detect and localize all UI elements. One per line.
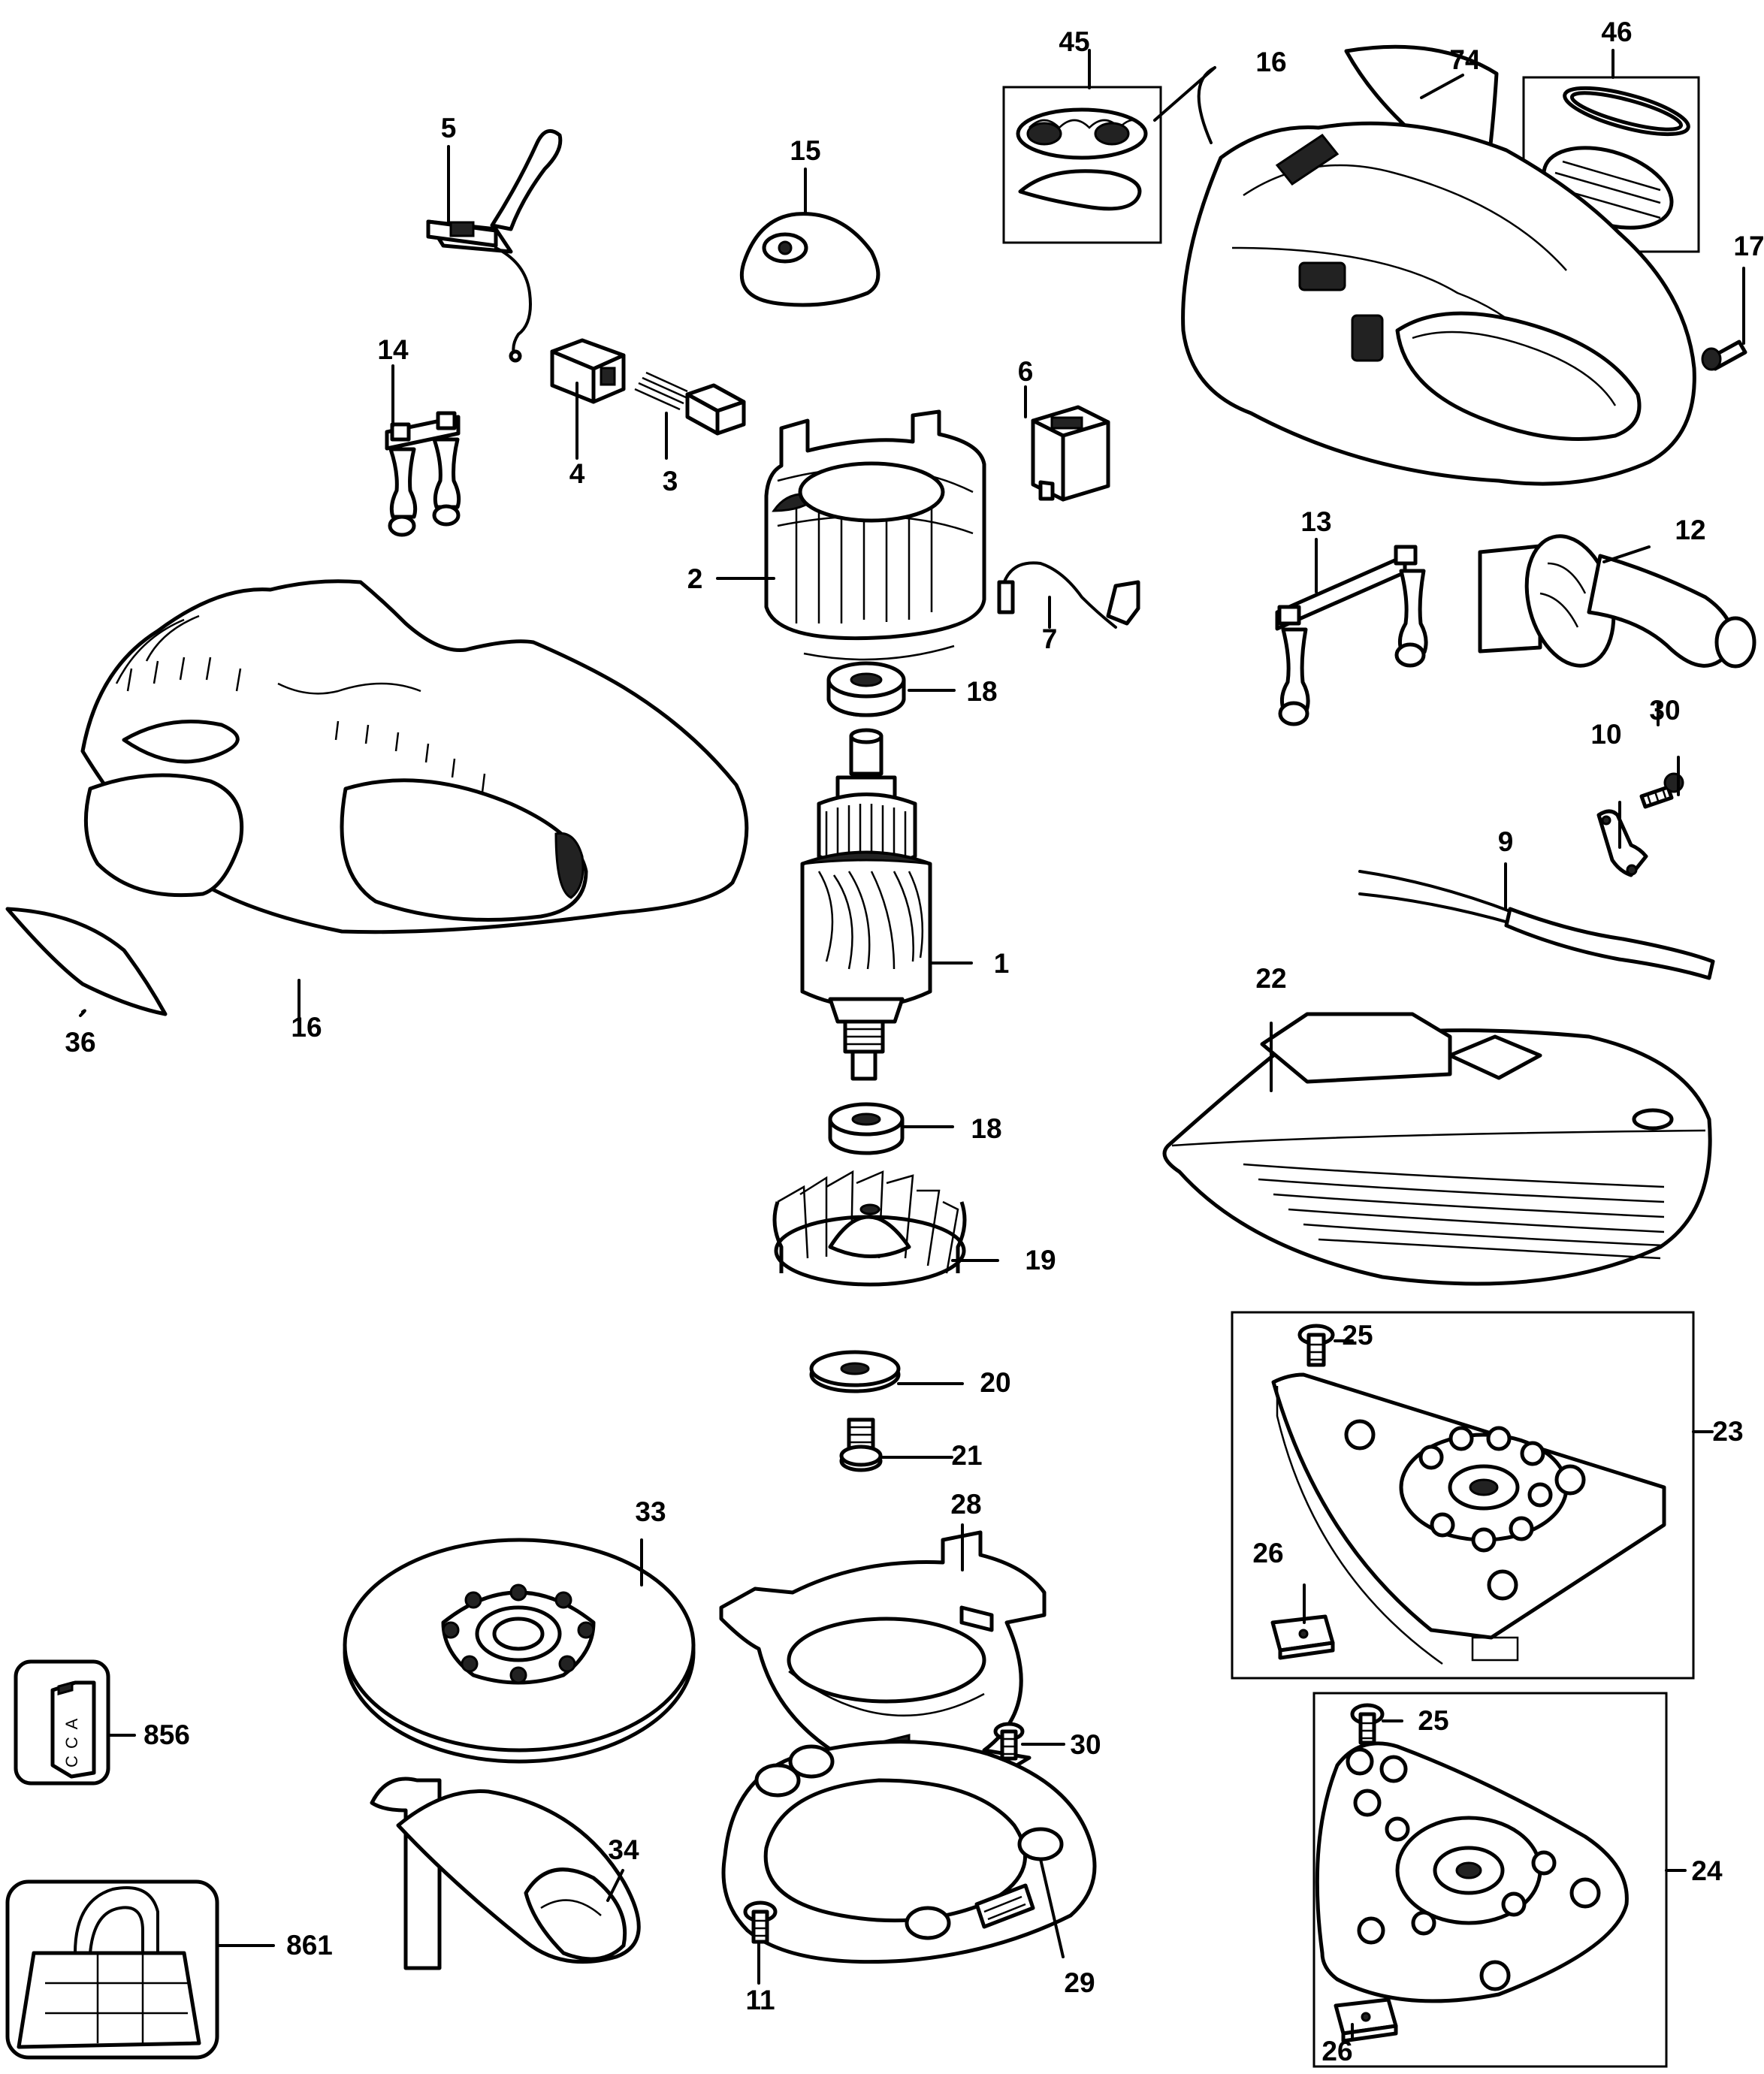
part-16-housing-right[interactable] — [1181, 121, 1696, 486]
part-labels: 5 15 14 4 3 6 2 7 13 12 10 30 45 16 74 4… — [65, 17, 1764, 2066]
part-25-screw-upper[interactable] — [1297, 1324, 1335, 1367]
part-14-brush-holder[interactable] — [385, 411, 461, 537]
label-16a: 16 — [1255, 47, 1286, 77]
label-10: 10 — [1590, 719, 1621, 750]
part-16-housing-left[interactable] — [80, 579, 749, 934]
label-24: 24 — [1691, 1855, 1723, 1886]
part-18-bearing-upper[interactable] — [826, 661, 906, 717]
label-36: 36 — [65, 1027, 95, 1058]
part-22-motor-housing[interactable] — [1162, 1012, 1712, 1286]
label-7: 7 — [1042, 623, 1058, 654]
part-856-case-label[interactable]: A C C — [14, 1659, 110, 1786]
part-25-screw-lower[interactable] — [1350, 1703, 1385, 1745]
label-9: 9 — [1498, 826, 1514, 857]
label-25b: 25 — [1418, 1705, 1448, 1736]
label-18a: 18 — [966, 676, 997, 707]
label-861: 861 — [286, 1930, 333, 1961]
label-6: 6 — [1018, 356, 1034, 387]
part-19-fan[interactable] — [772, 1170, 967, 1287]
label-28: 28 — [950, 1489, 981, 1520]
case-letter-a: A — [62, 1718, 81, 1729]
part-1-armature[interactable] — [800, 728, 932, 1081]
part-5-brush-assembly[interactable] — [426, 128, 563, 363]
label-33: 33 — [635, 1496, 666, 1527]
part-20-washer[interactable] — [809, 1350, 901, 1393]
part-861-tool-bag[interactable] — [5, 1879, 219, 2060]
label-26a: 26 — [1252, 1538, 1283, 1568]
part-12-side-handle[interactable] — [1478, 527, 1756, 675]
part-26-nut-lower[interactable] — [1334, 1997, 1398, 2043]
label-26b: 26 — [1321, 2036, 1352, 2066]
part-7-wire-lead[interactable] — [997, 561, 1140, 629]
part-30-screw-lower[interactable] — [993, 1722, 1025, 1761]
part-13-brush-holder[interactable] — [1275, 545, 1428, 726]
part-34-dust-adapter[interactable] — [370, 1777, 641, 1970]
label-17: 17 — [1733, 231, 1764, 261]
label-74: 74 — [1449, 44, 1481, 75]
label-856: 856 — [143, 1719, 190, 1750]
part-6-switch[interactable] — [1031, 405, 1110, 502]
part-18-bearing-lower[interactable] — [828, 1102, 905, 1155]
label-30a: 30 — [1649, 695, 1680, 726]
label-20: 20 — [980, 1367, 1010, 1398]
label-45: 45 — [1059, 26, 1089, 57]
part-23-base-assembly[interactable] — [1231, 1311, 1695, 1680]
part-10-cord-clamp[interactable] — [1596, 809, 1648, 877]
label-12: 12 — [1675, 515, 1705, 545]
label-21: 21 — [951, 1440, 982, 1471]
label-30b: 30 — [1070, 1729, 1101, 1760]
case-letter-c1: C — [62, 1737, 81, 1749]
part-9-power-cord[interactable] — [1358, 870, 1715, 980]
label-1: 1 — [994, 948, 1010, 979]
part-30-screw-upper[interactable] — [1639, 772, 1684, 809]
label-3: 3 — [663, 466, 678, 497]
label-22: 22 — [1255, 963, 1286, 994]
label-46: 46 — [1601, 17, 1632, 47]
label-34: 34 — [608, 1834, 639, 1865]
label-25a: 25 — [1342, 1320, 1373, 1351]
part-24-base-assembly[interactable] — [1312, 1692, 1668, 2068]
label-14: 14 — [377, 334, 409, 365]
part-2-field-stator[interactable] — [764, 409, 986, 661]
part-3-carbon-brush[interactable] — [634, 371, 746, 436]
case-letter-c2: C — [62, 1756, 81, 1768]
part-29-base-frame[interactable] — [721, 1740, 1097, 1964]
leader-lines — [79, 49, 1745, 2041]
part-45-kit[interactable] — [1002, 86, 1162, 244]
part-21-screw[interactable] — [839, 1417, 883, 1472]
label-5: 5 — [441, 113, 457, 143]
label-2: 2 — [687, 563, 703, 594]
label-16b: 16 — [291, 1012, 322, 1043]
label-29: 29 — [1064, 1967, 1095, 1998]
part-11-screw[interactable] — [743, 1900, 778, 1944]
label-23: 23 — [1712, 1416, 1743, 1447]
label-4: 4 — [569, 458, 585, 489]
label-19: 19 — [1025, 1245, 1056, 1275]
label-15: 15 — [790, 135, 820, 166]
part-28-shroud[interactable] — [719, 1530, 1047, 1784]
part-26-nut-upper[interactable] — [1270, 1614, 1335, 1660]
part-4-brush-box[interactable] — [550, 338, 626, 404]
part-17-screw[interactable] — [1701, 340, 1747, 371]
label-18b: 18 — [971, 1113, 1001, 1144]
label-13: 13 — [1300, 506, 1331, 537]
part-15-cap[interactable] — [739, 212, 880, 307]
part-33-pad-disc[interactable] — [343, 1538, 696, 1764]
label-11: 11 — [745, 1985, 775, 2015]
part-36-sheet[interactable] — [5, 907, 168, 1016]
